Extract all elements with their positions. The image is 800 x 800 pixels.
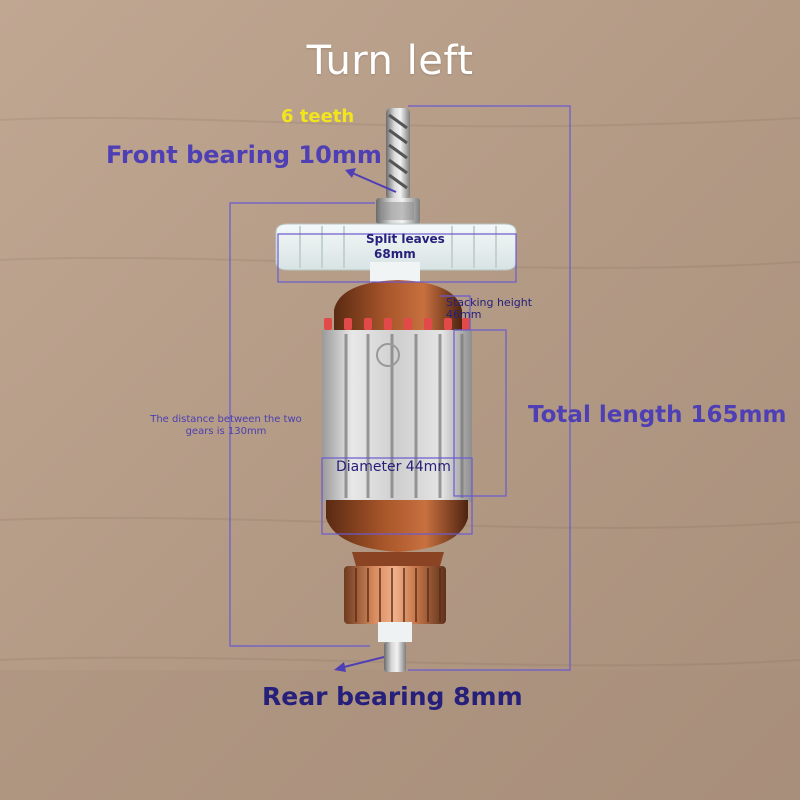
rear-bearing-label: Rear bearing 8mm <box>262 682 523 711</box>
stacking-height-line2: 46mm <box>446 308 482 321</box>
commutator <box>344 552 446 624</box>
pinion-shaft <box>376 108 420 224</box>
split-leaves-line2: 68mm <box>374 247 416 261</box>
arrow-front-bearing <box>345 168 397 193</box>
split-leaves-label: Split leaves 68mm <box>366 232 445 262</box>
arrow-rear-bearing <box>334 656 385 672</box>
rear-shaft <box>378 622 412 672</box>
diameter-label: Diameter 44mm <box>336 459 451 475</box>
cooling-fan <box>275 223 517 284</box>
stacking-height-line1: Stacking height <box>446 296 533 309</box>
split-leaves-line1: Split leaves <box>366 232 445 246</box>
lower-winding <box>326 500 468 552</box>
upper-winding <box>324 280 470 332</box>
direction-title: Turn left <box>306 38 474 84</box>
gear-distance-label: The distance between the two gears is 13… <box>150 414 302 437</box>
dimension-lines <box>229 105 571 671</box>
stacking-height-label: Stacking height 46mm <box>446 297 532 321</box>
teeth-label: 6 teeth <box>281 106 355 127</box>
total-length-label: Total length 165mm <box>528 402 787 428</box>
laminated-core <box>322 330 472 502</box>
front-bearing-label: Front bearing 10mm <box>106 141 382 169</box>
